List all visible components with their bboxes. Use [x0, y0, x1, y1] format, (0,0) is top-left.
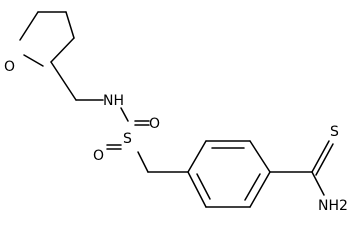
bond	[50, 61, 77, 101]
inner-double-bond	[244, 173, 261, 201]
sulfonyl-group	[106, 107, 150, 173]
bond	[23, 54, 44, 67]
thioamide-nitrogen-label: NH2	[318, 198, 348, 214]
sulfonyl-oxygen-bottom-label: O	[93, 148, 104, 164]
bond	[50, 37, 75, 63]
bond	[137, 151, 149, 173]
bond	[315, 143, 334, 176]
inner-double-bond	[196, 173, 211, 200]
bond	[249, 140, 271, 173]
bond	[311, 171, 325, 196]
ring-oxygen-label: O	[4, 59, 15, 75]
bond	[249, 171, 271, 208]
sulfur-label: S	[123, 131, 132, 147]
thioamide-group	[269, 140, 334, 196]
sulfonyl-oxygen-top-label: O	[149, 116, 160, 132]
benzene-ring	[147, 140, 271, 208]
molecule-structure: O NH S O O S NH2	[4, 11, 348, 214]
bond	[187, 171, 207, 208]
tetrahydrofuran-ring	[19, 11, 75, 67]
bond	[311, 140, 330, 173]
sulfonamide-nitrogen-label: NH	[103, 93, 124, 109]
bond	[65, 11, 75, 39]
bond	[120, 107, 129, 122]
bond	[187, 140, 207, 173]
ch2-linker	[50, 61, 104, 101]
thioamide-sulfur-label: S	[330, 124, 339, 140]
bond	[19, 11, 39, 41]
